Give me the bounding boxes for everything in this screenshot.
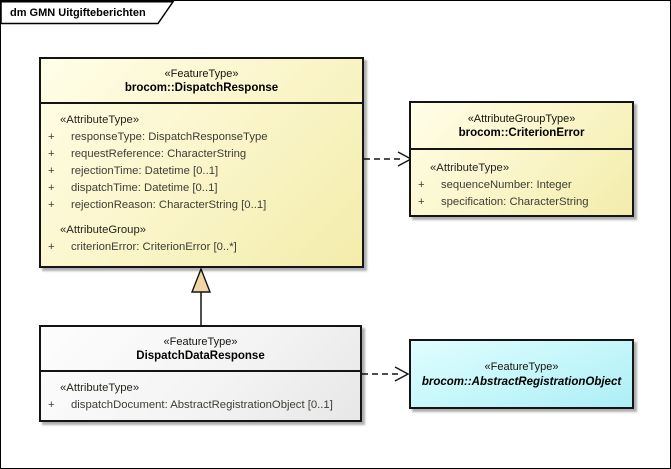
diagram-title: dm GMN Uitgifteberichten — [10, 7, 146, 19]
attribute-row[interactable]: + dispatchTime: Datetime [0..1] — [41, 180, 362, 197]
attribute-row[interactable]: + sequenceNumber: Integer — [411, 177, 632, 194]
class-name: brocom::DispatchResponse — [124, 81, 279, 94]
attribute-text: sequenceNumber: Integer — [441, 179, 572, 191]
attribute-text: responseType: DispatchResponseType — [71, 131, 268, 143]
class-abstract-registration-object[interactable]: «FeatureType» brocom::AbstractRegistrati… — [409, 339, 634, 409]
class-stereotype: «FeatureType» — [163, 335, 238, 348]
class-criterion-error[interactable]: «AttributeGroupType» brocom::CriterionEr… — [409, 101, 634, 217]
visibility-symbol: + — [48, 148, 55, 160]
class-header: «FeatureType» DispatchDataResponse — [41, 327, 360, 372]
section-label: «AttributeType» — [60, 114, 140, 126]
visibility-symbol: + — [418, 196, 425, 208]
attribute-row[interactable]: + rejectionTime: Datetime [0..1] — [41, 163, 362, 180]
class-dispatch-response[interactable]: «FeatureType» brocom::DispatchResponse «… — [39, 57, 364, 268]
visibility-symbol: + — [48, 199, 55, 211]
class-header: «FeatureType» brocom::DispatchResponse — [41, 59, 362, 104]
class-header: «AttributeGroupType» brocom::CriterionEr… — [411, 103, 632, 150]
dependency-arrowhead-icon — [394, 366, 410, 382]
attribute-row[interactable]: + specification: CharacterString — [411, 194, 632, 211]
attribute-text: rejectionReason: CharacterString [0..1] — [71, 199, 267, 211]
class-stereotype: «FeatureType» — [484, 360, 559, 373]
generalization-arrowhead-icon[interactable] — [190, 267, 212, 293]
visibility-symbol: + — [48, 165, 55, 177]
class-attributes-compartment: «AttributeType» + sequenceNumber: Integer… — [411, 150, 632, 211]
class-dispatch-data-response[interactable]: «FeatureType» DispatchDataResponse «Attr… — [39, 325, 362, 422]
frame-tab — [1, 1, 175, 25]
attribute-row[interactable]: + responseType: DispatchResponseType — [41, 129, 362, 146]
attribute-text: requestReference: CharacterString — [71, 148, 247, 160]
visibility-symbol: + — [48, 241, 55, 253]
attribute-row[interactable]: + requestReference: CharacterString — [41, 146, 362, 163]
visibility-symbol: + — [48, 182, 55, 194]
class-name: brocom::AbstractRegistrationObject — [421, 375, 622, 388]
visibility-symbol: + — [48, 399, 55, 411]
class-stereotype: «AttributeGroupType» — [467, 112, 576, 125]
class-attributes-compartment: «AttributeType» + dispatchDocument: Abstr… — [41, 372, 360, 414]
visibility-symbol: + — [48, 131, 55, 143]
attribute-row[interactable]: + dispatchDocument: AbstractRegistrationO… — [41, 397, 360, 414]
class-name: brocom::CriterionError — [458, 126, 585, 139]
section-label: «AttributeType» — [60, 382, 140, 394]
class-stereotype: «FeatureType» — [164, 67, 239, 80]
attribute-text: rejectionTime: Datetime [0..1] — [71, 165, 219, 177]
attribute-row[interactable]: + criterionError: CriterionError [0..*] — [41, 239, 362, 256]
section-label: «AttributeGroup» — [60, 224, 147, 236]
attribute-text: specification: CharacterString — [441, 196, 589, 208]
class-name: DispatchDataResponse — [136, 349, 265, 362]
attribute-text: dispatchDocument: AbstractRegistrationOb… — [71, 399, 333, 411]
section-label: «AttributeType» — [430, 162, 510, 174]
visibility-symbol: + — [418, 179, 425, 191]
attribute-text: criterionError: CriterionError [0..*] — [71, 241, 237, 253]
attribute-row[interactable]: + rejectionReason: CharacterString [0..1] — [41, 197, 362, 214]
attribute-text: dispatchTime: Datetime [0..1] — [71, 182, 218, 194]
class-attributes-compartment: «AttributeType» + responseType: DispatchR… — [41, 104, 362, 256]
